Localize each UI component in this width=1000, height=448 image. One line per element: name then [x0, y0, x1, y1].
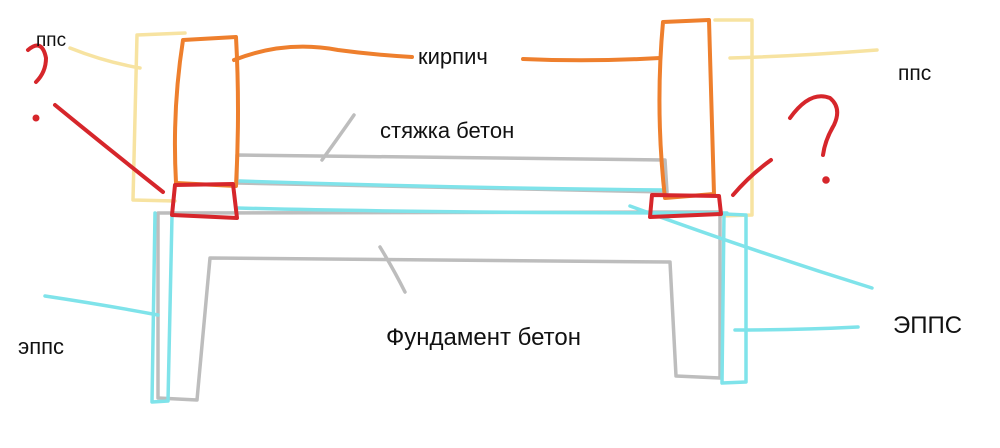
brick-wall [172, 18, 716, 200]
waterproofing [53, 103, 773, 220]
waterproof-strip-left [170, 182, 239, 220]
label-epps-left: эппс [18, 334, 65, 359]
label-foundation: Фундамент бетон [386, 324, 581, 351]
label-brick: кирпич [418, 44, 488, 69]
brick-pointer-right [521, 56, 662, 63]
brick-right [657, 18, 716, 200]
brick-left [172, 35, 240, 188]
foundation-pointer [378, 245, 407, 294]
foundation-outline [156, 210, 722, 402]
question-mark-right [788, 94, 840, 184]
label-screed: стяжка бетон [380, 118, 515, 143]
question-pointer-left [53, 103, 165, 194]
label-epps-right: ЭППС [893, 312, 963, 339]
screed-pointer [320, 113, 356, 162]
brick-pointer-left [232, 44, 414, 62]
question-mark-left [26, 43, 48, 122]
label-pps-right: ппс [898, 62, 932, 85]
label-pps-left: ппс [36, 30, 67, 51]
concrete-outline [156, 113, 722, 402]
waterproof-strip-right [648, 193, 723, 219]
question-pointer-right [731, 158, 773, 197]
